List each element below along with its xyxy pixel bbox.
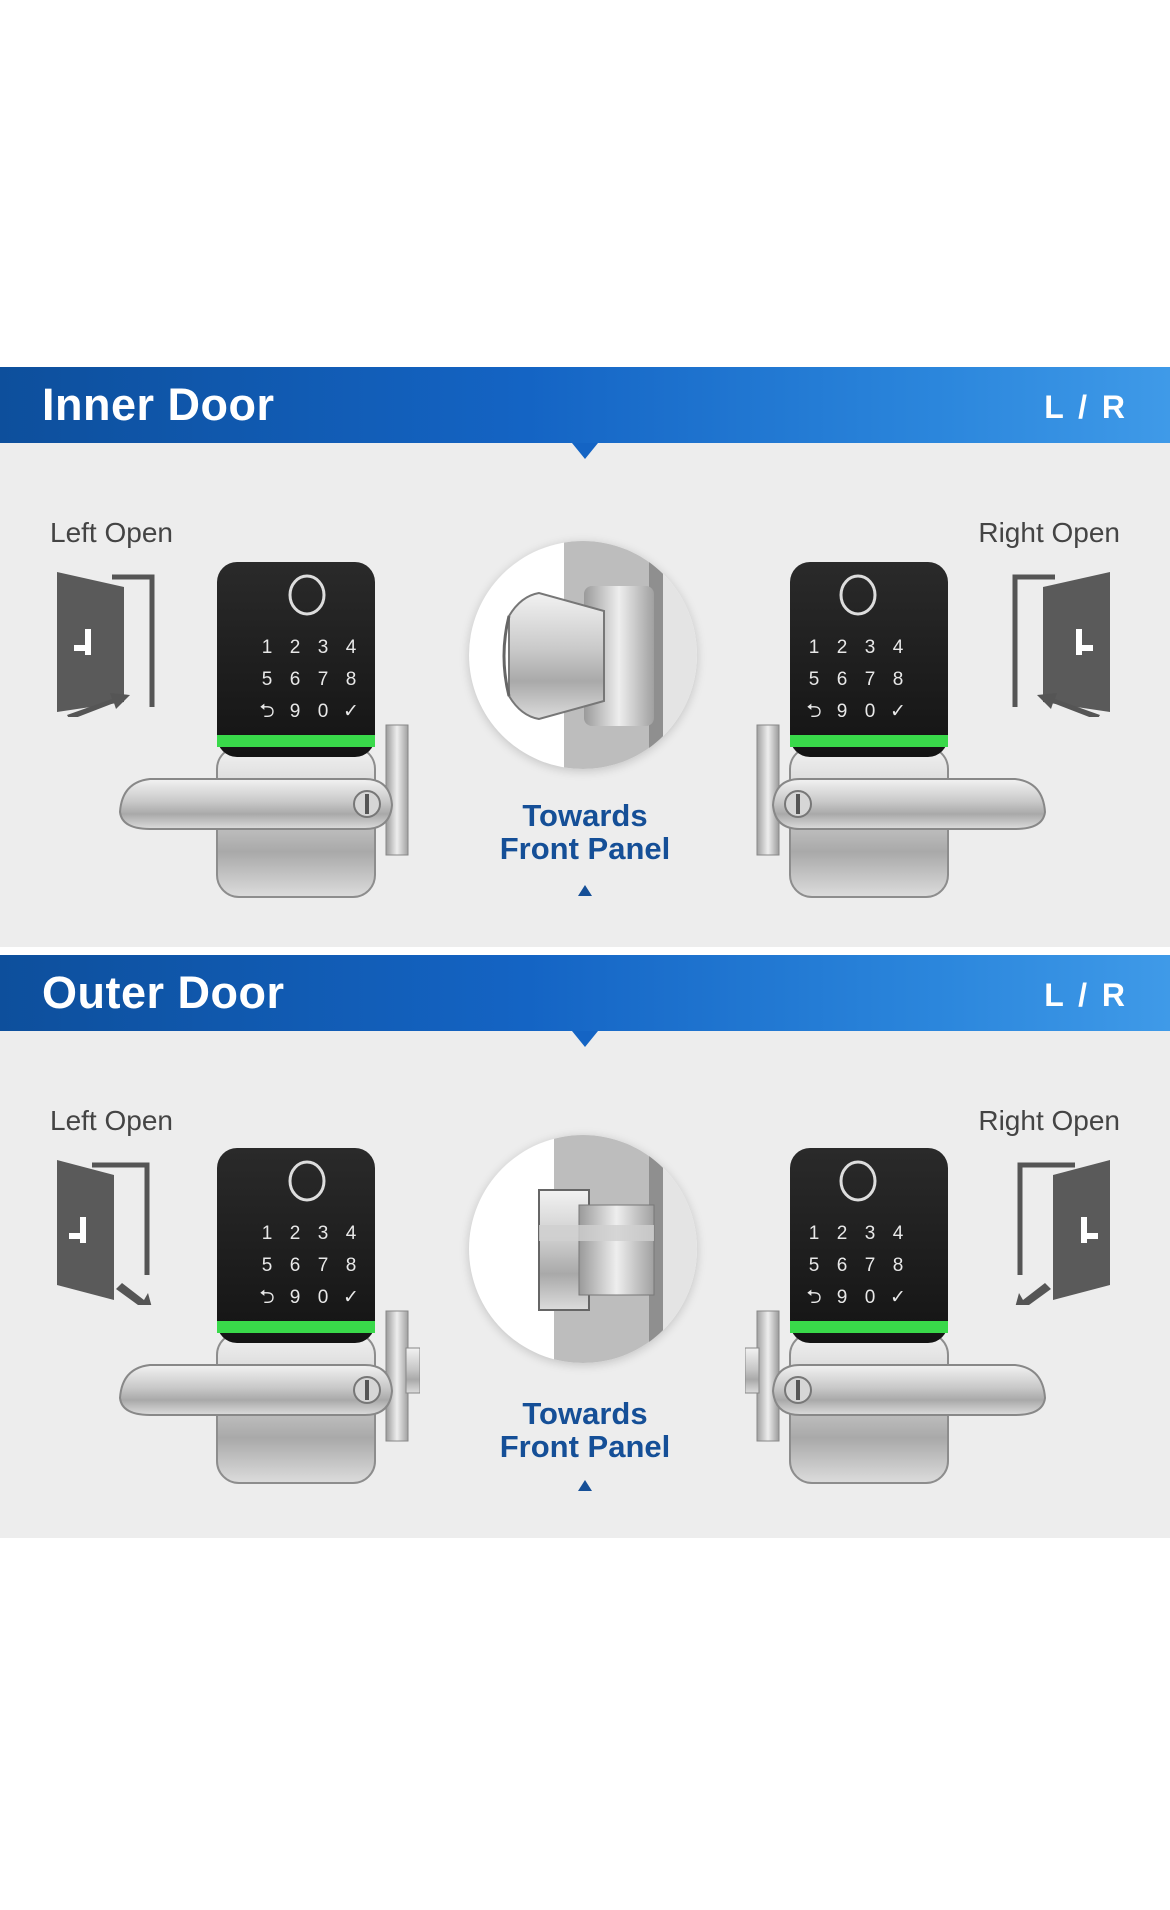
svg-text:8: 8 — [893, 1255, 904, 1276]
inner-left-open-label: Left Open — [50, 517, 173, 548]
svg-text:3: 3 — [865, 637, 876, 658]
banner-pointer — [572, 443, 598, 459]
key-6: 6 — [290, 669, 301, 690]
svg-text:5: 5 — [809, 669, 820, 690]
svg-text:✓: ✓ — [343, 1287, 359, 1308]
svg-text:5: 5 — [809, 1255, 820, 1276]
door-left-open-inward-icon — [57, 572, 155, 717]
svg-text:✓: ✓ — [890, 701, 906, 722]
key-2: 2 — [290, 637, 301, 658]
door-right-open-inward-icon — [1012, 572, 1110, 717]
svg-text:0: 0 — [865, 701, 876, 722]
outer-door-title: Outer Door — [42, 967, 285, 1018]
outer-door-lr-label: L / R — [1044, 977, 1128, 1013]
key-confirm: ✓ — [343, 701, 359, 722]
key-1: 1 — [262, 637, 273, 658]
up-arrow-icon — [578, 885, 592, 896]
key-3: 3 — [318, 637, 329, 658]
svg-text:7: 7 — [865, 1255, 876, 1276]
key-4: 4 — [346, 637, 357, 658]
svg-text:3: 3 — [865, 1223, 876, 1244]
towards-front-panel-label-outer: Towards Front Panel — [499, 1396, 671, 1464]
svg-text:⮌: ⮌ — [259, 1287, 274, 1308]
svg-text:1: 1 — [809, 637, 820, 658]
svg-text:3: 3 — [318, 1223, 329, 1244]
section-divider — [0, 947, 1170, 955]
inner-door-title: Inner Door — [42, 379, 275, 430]
svg-text:2: 2 — [837, 1223, 848, 1244]
svg-text:4: 4 — [893, 1223, 904, 1244]
door-left-open-outward-icon — [57, 1160, 152, 1305]
outer-left-open-label: Left Open — [50, 1105, 173, 1136]
inner-right-open-label: Right Open — [978, 517, 1120, 548]
svg-text:2: 2 — [837, 637, 848, 658]
inner-door-banner: Inner Door L / R — [0, 367, 1170, 443]
svg-text:8: 8 — [346, 1255, 357, 1276]
key-8: 8 — [346, 669, 357, 690]
svg-text:9: 9 — [290, 1287, 301, 1308]
inner-door-lr-label: L / R — [1044, 389, 1128, 425]
towards-front-panel-label-inner: Towards Front Panel — [499, 798, 671, 866]
svg-text:2: 2 — [290, 1223, 301, 1244]
door-right-open-outward-icon — [1015, 1160, 1110, 1305]
svg-text:4: 4 — [893, 637, 904, 658]
svg-text:7: 7 — [865, 669, 876, 690]
svg-text:⮌: ⮌ — [806, 1287, 821, 1308]
key-9: 9 — [290, 701, 301, 722]
latch-closeup-inner — [469, 541, 697, 769]
key-7: 7 — [318, 669, 329, 690]
svg-text:0: 0 — [318, 1287, 329, 1308]
svg-text:4: 4 — [346, 1223, 357, 1244]
svg-text:6: 6 — [837, 669, 848, 690]
svg-text:6: 6 — [837, 1255, 848, 1276]
key-0: 0 — [318, 701, 329, 722]
banner-pointer — [572, 1031, 598, 1047]
svg-text:7: 7 — [318, 1255, 329, 1276]
svg-text:1: 1 — [262, 1223, 273, 1244]
svg-text:0: 0 — [865, 1287, 876, 1308]
key-5: 5 — [262, 669, 273, 690]
outer-door-banner: Outer Door L / R — [0, 955, 1170, 1031]
svg-text:1: 1 — [809, 1223, 820, 1244]
svg-text:9: 9 — [837, 701, 848, 722]
up-arrow-icon — [578, 1480, 592, 1491]
svg-text:✓: ✓ — [890, 1287, 906, 1308]
outer-right-open-label: Right Open — [978, 1105, 1120, 1136]
svg-text:⮌: ⮌ — [806, 701, 821, 722]
key-back: ⮌ — [259, 701, 274, 722]
svg-text:8: 8 — [893, 669, 904, 690]
inner-door-section: Inner Door L / R Left Open Right Open 1 … — [0, 367, 1170, 947]
svg-text:5: 5 — [262, 1255, 273, 1276]
svg-text:6: 6 — [290, 1255, 301, 1276]
latch-closeup-outer — [469, 1135, 697, 1363]
svg-text:9: 9 — [837, 1287, 848, 1308]
smart-lock-left-inner: 1 2 3 4 5 6 7 8 ⮌ 9 0 ✓ — [118, 562, 409, 898]
